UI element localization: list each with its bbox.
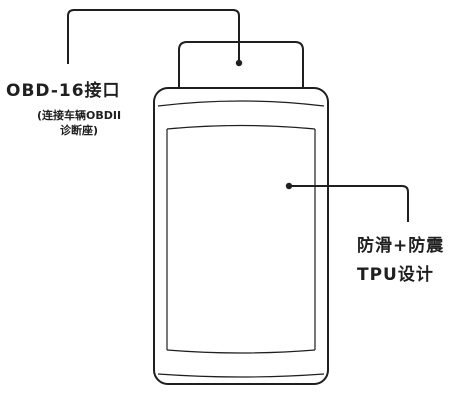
body-callout-line2: TPU设计	[357, 265, 434, 285]
device-shell-top-line	[157, 100, 325, 107]
device-base-line	[157, 373, 325, 378]
port-callout-leader	[67, 9, 240, 64]
body-callout-label: 防滑+防震 TPU设计	[357, 232, 444, 290]
port-callout-note-line2: 诊断座)	[59, 124, 99, 137]
device-grip-top-line	[166, 124, 316, 130]
device-grip-bottom-line	[166, 349, 316, 354]
port-callout-title: OBD-16接口	[6, 81, 121, 101]
device-body-outline	[153, 87, 329, 385]
body-callout-dot	[285, 182, 293, 190]
port-callout-dot	[235, 59, 243, 67]
port-callout-note-line1: (连接车辆OBDII	[36, 109, 122, 122]
port-callout-note: (连接车辆OBDII 诊断座)	[4, 108, 154, 138]
body-callout-leader	[289, 185, 409, 222]
obd-connector	[178, 41, 304, 89]
body-callout-line1: 防滑+防震	[357, 236, 445, 256]
device-body	[153, 87, 329, 385]
